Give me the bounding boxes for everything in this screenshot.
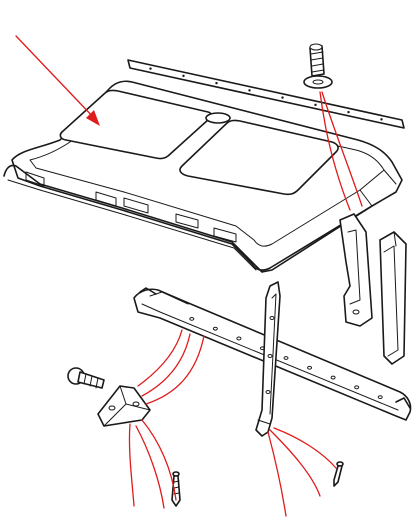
seal-strip-hole: [248, 89, 251, 92]
side-rail-hole: [189, 316, 195, 321]
seal-strip-hole: [281, 96, 284, 99]
seal-strip-hole: [314, 103, 317, 107]
bracket-bolt: [67, 367, 105, 389]
callout-line: [319, 91, 351, 211]
side-rail-hole: [212, 326, 218, 331]
seal-strip-hole: [215, 81, 218, 85]
callout-line: [141, 333, 191, 397]
seal-strip-hole: [380, 118, 383, 121]
callout-line: [128, 423, 135, 507]
red-arrow-icon: [15, 35, 100, 126]
callout-lines: [128, 91, 363, 517]
right-window: [179, 119, 339, 196]
seal-strip-hole: [149, 67, 152, 70]
seal-strip-holes: [149, 67, 383, 121]
callout-line: [145, 335, 205, 405]
seal-strip-hole: [347, 110, 350, 114]
roof-mounting-bolt: [303, 43, 333, 89]
small-screw-left: [171, 471, 181, 507]
center-pillar: [255, 281, 281, 437]
callout-line: [321, 91, 363, 207]
callout-line: [141, 419, 177, 501]
callout-line: [137, 329, 183, 387]
callout-line: [269, 429, 321, 497]
side-rail-hole: [307, 365, 313, 370]
rear-corner-post: [379, 231, 407, 365]
side-rail-hole: [377, 395, 383, 400]
roof-vent: [205, 112, 231, 124]
corner-bracket: [97, 385, 151, 427]
callout-line: [135, 425, 165, 509]
side-rail-hole: [354, 385, 360, 390]
roof-front-tabs: [25, 171, 237, 243]
roof-panel: [3, 80, 403, 273]
callout-line: [267, 431, 287, 517]
side-rail-hole: [283, 356, 289, 360]
side-rail-hole: [330, 375, 336, 380]
callout-line: [273, 427, 337, 469]
side-rail-hole: [236, 336, 242, 341]
small-screw-right: [333, 461, 344, 487]
roof-seal-strip: [127, 59, 405, 129]
seal-strip-hole: [182, 74, 185, 78]
rear-pillar-trim: [339, 213, 373, 327]
